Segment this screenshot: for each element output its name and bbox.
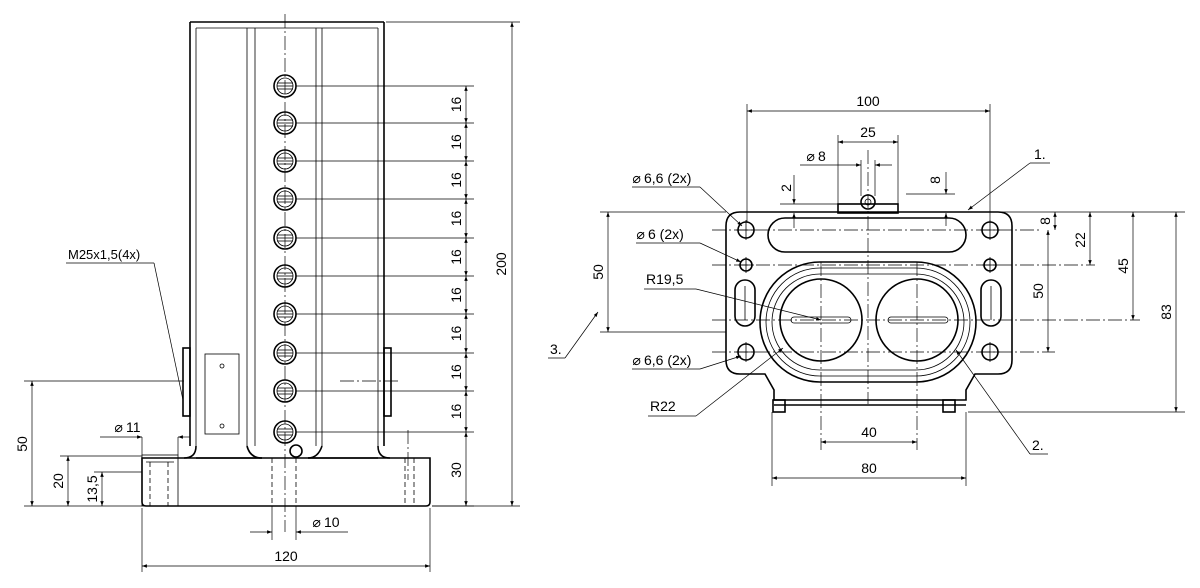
diameter-symbol: ⌀ bbox=[806, 149, 815, 165]
callout-3: 3. bbox=[550, 341, 562, 357]
hole-6: 6 (2x) bbox=[648, 226, 684, 242]
diameter-symbol: ⌀ bbox=[632, 171, 641, 187]
dim-30: 30 bbox=[448, 462, 464, 478]
pitch-dimension-label: 16 bbox=[448, 97, 464, 113]
pitch-dimension-label: 16 bbox=[448, 211, 464, 227]
hole-66-bottom: 6,6 (2x) bbox=[644, 352, 691, 368]
slot-right bbox=[980, 279, 1002, 327]
pitch-dimension-label: 16 bbox=[448, 326, 464, 342]
dim-200: 200 bbox=[493, 252, 509, 276]
hole-66-top: 6,6 (2x) bbox=[644, 170, 691, 186]
diameter-symbol: ⌀ bbox=[636, 227, 645, 243]
gland-housing-outer bbox=[759, 261, 977, 383]
radius-22: R22 bbox=[650, 398, 676, 414]
base-plate bbox=[141, 444, 431, 507]
dim-13-5: 13,5 bbox=[84, 475, 100, 502]
top-view: 100 25 ⌀ 8 2 8 8 22 45 50 bbox=[548, 93, 1185, 486]
pitch-dimension-label: 16 bbox=[448, 249, 464, 265]
callout-2: 2. bbox=[1032, 437, 1044, 453]
diameter-symbol: ⌀ bbox=[312, 515, 321, 531]
side-gland-left bbox=[182, 347, 191, 417]
dim-8-right: 8 bbox=[1037, 217, 1053, 225]
pitch-dimension-label: 16 bbox=[448, 287, 464, 303]
pitch-dimension-label: 16 bbox=[448, 404, 464, 420]
dim-22: 22 bbox=[1072, 232, 1088, 248]
pitch-dimension-label: 16 bbox=[448, 172, 464, 188]
dim-50-left: 50 bbox=[14, 436, 30, 452]
dim-100: 100 bbox=[856, 93, 880, 109]
dim-83: 83 bbox=[1158, 304, 1174, 320]
diameter-symbol: ⌀ bbox=[114, 420, 123, 436]
dim-80: 80 bbox=[861, 460, 877, 476]
flange-outline bbox=[725, 211, 1013, 401]
slot-left bbox=[734, 279, 756, 327]
dim-2: 2 bbox=[778, 184, 794, 192]
callout-1: 1. bbox=[1034, 146, 1046, 162]
dia-8: 8 bbox=[818, 148, 826, 164]
dim-20: 20 bbox=[50, 473, 66, 489]
side-gland-right bbox=[383, 347, 392, 417]
terminal-stack: 16 16 16 16 16 16 16 16 16 bbox=[273, 74, 474, 444]
dim-40: 40 bbox=[861, 424, 877, 440]
thread-label: M25x1,5(4x) bbox=[68, 247, 140, 262]
dim-25: 25 bbox=[860, 124, 876, 140]
dim-50-left: 50 bbox=[590, 264, 606, 280]
dim-45: 45 bbox=[1115, 258, 1131, 274]
diameter-symbol: ⌀ bbox=[632, 353, 641, 369]
housing-body bbox=[182, 21, 392, 459]
dim-50-right: 50 bbox=[1030, 283, 1046, 299]
dia-10: 10 bbox=[324, 514, 340, 530]
pitch-dimension-label: 16 bbox=[448, 134, 464, 150]
front-view: 16 16 16 16 16 16 16 16 16 200 30 120 ⌀ 10 ⌀ 11 bbox=[14, 14, 520, 572]
nameplate bbox=[204, 353, 240, 435]
pitch-dimension-label: 16 bbox=[448, 364, 464, 380]
dia-11: 11 bbox=[126, 419, 141, 435]
dim-8-top: 8 bbox=[927, 176, 943, 184]
top-slot bbox=[767, 217, 967, 253]
dim-120: 120 bbox=[274, 548, 298, 564]
radius-19-5: R19,5 bbox=[646, 271, 684, 287]
